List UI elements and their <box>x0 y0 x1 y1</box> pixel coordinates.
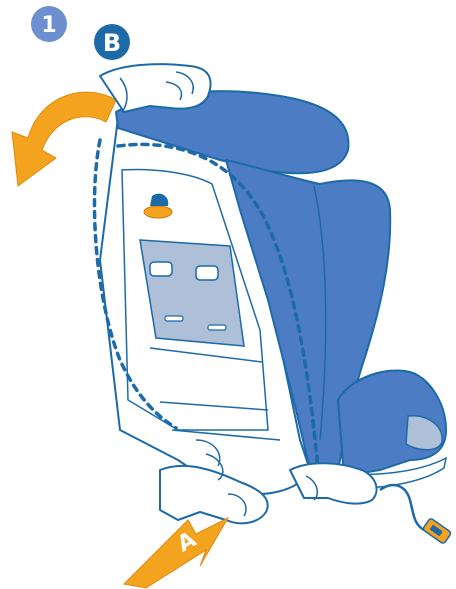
step-badge: 1 <box>31 6 67 42</box>
label-b: B <box>103 29 121 57</box>
back-plate <box>140 240 244 346</box>
step-number: 1 <box>41 13 56 38</box>
label-b-badge: B <box>94 24 130 60</box>
slot-upper-right <box>196 266 218 280</box>
slot-lower-left <box>165 316 183 321</box>
hand-top <box>100 64 211 112</box>
arrow-a: A <box>124 518 228 588</box>
strap-connector <box>380 485 452 544</box>
slot-lower-right <box>208 325 226 330</box>
slot-upper-left <box>150 262 172 276</box>
